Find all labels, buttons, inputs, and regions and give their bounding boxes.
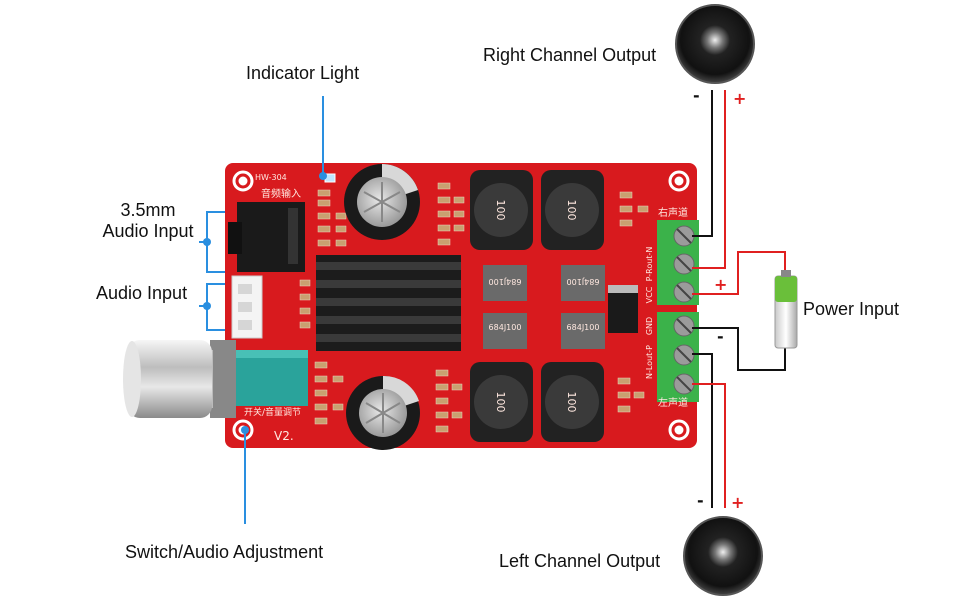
label-left-channel: Left Channel Output: [499, 551, 661, 571]
wires: [692, 90, 786, 508]
audio-jack-35mm: [228, 202, 305, 272]
silk-version: V2.: [274, 429, 294, 443]
heatsink: [316, 255, 461, 351]
label-indicator-light: Indicator Light: [246, 63, 360, 83]
svg-text:100: 100: [565, 392, 578, 413]
sign-right-minus: -: [693, 86, 700, 105]
silk-pin-vcc: VCC: [645, 286, 654, 303]
svg-text:684J100: 684J100: [567, 277, 600, 286]
silk-audio-in: 音频输入: [261, 187, 301, 200]
svg-text:684J100: 684J100: [489, 277, 522, 286]
svg-text:684J100: 684J100: [489, 323, 522, 332]
wire-right-minus: [692, 90, 713, 237]
speaker-right-icon: [675, 4, 755, 84]
capacitor-top: [344, 164, 420, 240]
silk-switch: 开关/音量调节: [244, 406, 301, 418]
label-35mm-line2: Audio Input: [102, 221, 194, 241]
sign-power-minus: -: [717, 327, 724, 346]
label-audio-input: Audio Input: [96, 283, 188, 303]
silk-pin-gnd: GND: [645, 317, 654, 335]
silk-right: 右声道: [658, 206, 688, 219]
silk-left: 左声道: [658, 396, 688, 409]
wire-left-plus: [692, 383, 726, 508]
battery-icon: [774, 270, 798, 349]
label-right-channel: Right Channel Output: [483, 45, 657, 65]
label-35mm-line1: 3.5mm: [120, 200, 176, 220]
wire-power-plus: [692, 251, 786, 295]
silk-model: HW-304: [255, 173, 287, 182]
label-switch-adjust: Switch/Audio Adjustment: [125, 542, 324, 562]
svg-text:684J100: 684J100: [567, 323, 600, 332]
label-35mm-audio: 3.5mm Audio Input: [98, 200, 198, 242]
wire-right-plus: [692, 90, 726, 269]
silk-pin-rout: P-Rout-N: [645, 247, 654, 282]
label-power-input: Power Input: [803, 299, 900, 319]
svg-text:100: 100: [494, 200, 507, 221]
speaker-left-icon: [683, 516, 763, 596]
wire-left-minus: [692, 353, 713, 508]
wire-power-minus: [692, 327, 786, 371]
svg-text:100: 100: [494, 392, 507, 413]
sign-right-plus: +: [733, 89, 747, 108]
sign-power-plus: +: [714, 275, 728, 294]
inductors: 100 100 100 100: [470, 170, 604, 442]
potentiometer: [205, 340, 308, 418]
sign-left-plus: +: [731, 493, 745, 512]
sign-left-minus: -: [697, 491, 704, 510]
audio-header: [231, 275, 263, 339]
silk-pin-lout: N-Lout-P: [645, 345, 654, 379]
volume-knob: [123, 340, 212, 418]
svg-text:100: 100: [565, 200, 578, 221]
film-capacitors: 684J100 684J100 684J100 684J100: [483, 265, 605, 349]
capacitor-bottom: [346, 375, 420, 450]
smd-components: [299, 182, 649, 433]
